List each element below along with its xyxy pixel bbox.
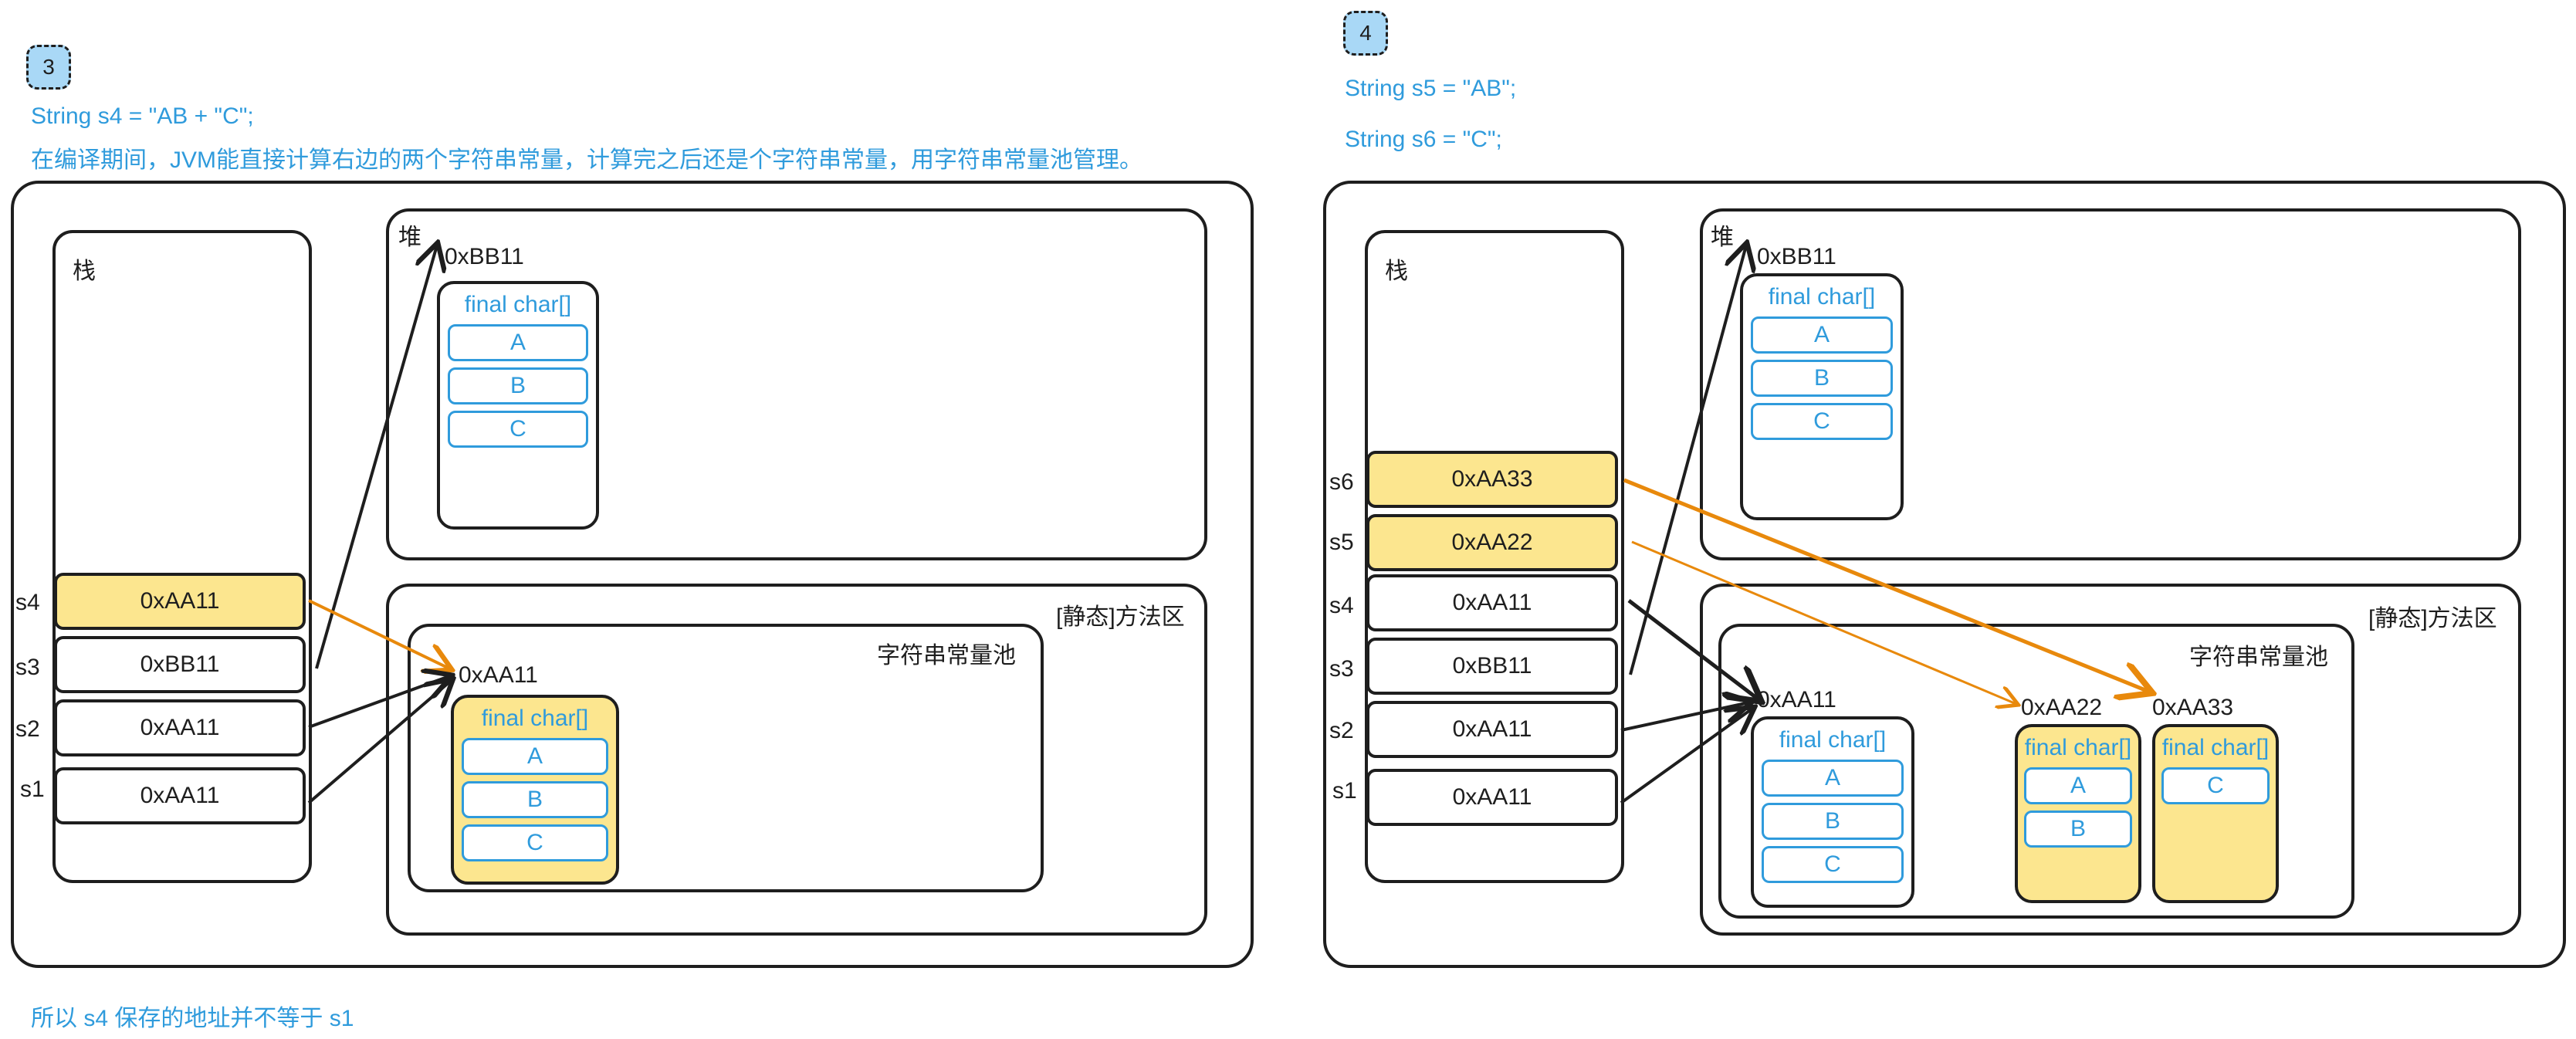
array-element-a: A [2024,767,2132,804]
step-badge-3: 3 [26,45,71,90]
stack-var-s5: s5 [1329,530,1354,555]
array-element-b: B [448,367,588,404]
stack-var-s6: s6 [1329,469,1354,495]
method-area-title: [静态]方法区 [2368,606,2497,631]
stack-var-s3: s3 [1329,656,1354,682]
stack-region-left [52,230,312,883]
array-type-label: final char[] [2161,735,2270,760]
array-element-a: A [448,324,588,361]
pool-object-address-aa22: 0xAA22 [2021,695,2103,720]
stack-title: 栈 [73,259,96,284]
stack-var-s2: s2 [1329,718,1354,743]
array-type-label: final char[] [481,706,589,731]
stack-var-s1: s1 [20,777,45,802]
pool-char-array-aa33: final char[] C [2152,724,2279,903]
pool-object-address-aa11: 0xAA11 [1757,687,1836,712]
pool-object-address: 0xAA11 [459,662,538,688]
arrow-s1-to-pool [307,681,451,804]
string-pool-left [408,624,1044,892]
arrow-s5-to-pool-aa22 [1631,540,2016,704]
conclusion-text: 所以 s4 保存的地址并不等于 s1 [31,1006,354,1031]
pool-char-array: final char[] A B C [451,695,619,885]
array-element-a: A [1751,316,1893,354]
arrow-s4-to-pool [308,599,449,668]
code-line-s5: String s5 = "AB"; [1345,76,1517,101]
string-pool-right [1718,624,2354,919]
method-area-title: [静态]方法区 [1056,604,1185,630]
heap-char-array: final char[] A B C [437,281,599,530]
arrow-s3-to-heap [1629,245,1746,675]
step-badge-4: 4 [1343,11,1388,56]
string-pool-title: 字符串常量池 [2189,645,2328,670]
stack-var-s4: s4 [1329,593,1354,618]
array-element-b: B [2024,811,2132,848]
arrow-s3-to-heap [315,245,437,669]
array-element-c: C [462,824,608,861]
stack-var-s1: s1 [1332,778,1357,804]
stack-cell-s2: 0xAA11 [1366,701,1618,758]
string-pool-title: 字符串常量池 [877,643,1016,668]
array-element-a: A [1762,760,1904,797]
memory-frame-left [11,181,1254,968]
method-area-right [1700,584,2521,936]
stack-cell-s1: 0xAA11 [1366,769,1618,826]
pool-char-array-aa11: final char[] A B C [1751,716,1914,908]
stack-title: 栈 [1385,259,1408,284]
pool-object-address-aa33: 0xAA33 [2152,695,2234,720]
stack-var-s3: s3 [15,655,40,680]
stack-cell-s5: 0xAA22 [1366,514,1618,571]
heap-region-right [1700,208,2521,560]
array-element-c: C [2161,767,2270,804]
memory-frame-right [1323,181,2566,968]
arrow-s6-to-pool-aa33 [1623,478,2149,692]
stack-cell-s1: 0xAA11 [54,767,306,824]
stack-cell-s3: 0xBB11 [1366,638,1618,695]
heap-region-left [386,208,1207,560]
stack-var-s2: s2 [15,716,40,742]
array-element-c: C [448,411,588,448]
stack-var-s4: s4 [15,590,40,615]
array-element-b: B [1751,360,1893,397]
stack-cell-s2: 0xAA11 [54,699,306,756]
stack-cell-s4: 0xAA11 [54,573,306,630]
arrow-s1-to-pool [1620,709,1752,804]
heap-char-array: final char[] A B C [1740,273,1904,520]
stack-cell-s6: 0xAA33 [1366,451,1618,508]
code-line-s4: String s4 = "AB + "C"; [31,103,254,129]
method-area-left [386,584,1207,936]
array-element-b: B [462,781,608,818]
array-element-b: B [1762,803,1904,840]
stack-cell-s4: 0xAA11 [1366,574,1618,631]
array-type-label: final char[] [2024,735,2132,760]
array-type-label: final char[] [464,292,572,317]
array-type-label: final char[] [1768,284,1876,310]
heap-object-address: 0xBB11 [445,244,524,269]
array-element-c: C [1751,403,1893,440]
pool-char-array-aa22: final char[] A B [2015,724,2141,903]
stack-cell-s3: 0xBB11 [54,636,306,693]
array-element-c: C [1762,846,1904,883]
array-element-a: A [462,738,608,775]
array-type-label: final char[] [1779,727,1887,753]
arrow-s4-to-pool [1627,599,1759,699]
code-line-s6: String s6 = "C"; [1345,127,1502,152]
explanation-text: 在编译期间，JVM能直接计算右边的两个字符串常量，计算完之后还是个字符串常量，用… [31,147,1142,173]
heap-object-address: 0xBB11 [1757,244,1836,269]
